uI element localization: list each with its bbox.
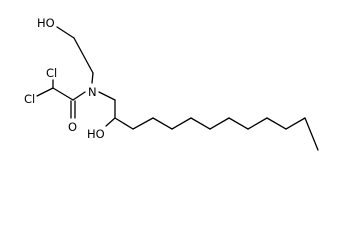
bond-chain-8 bbox=[247, 117, 268, 130]
bond-n-ch2 bbox=[98, 91, 116, 101]
bond-chain-9 bbox=[266, 117, 287, 130]
atom-label-oh-top: HO bbox=[37, 16, 55, 30]
bond-chain-1 bbox=[114, 117, 134, 130]
bond-chain-3 bbox=[152, 117, 173, 130]
molecule-structure: HO Cl Cl N O HO bbox=[24, 16, 319, 151]
bond-chain-7 bbox=[228, 117, 249, 130]
bond-c2-n bbox=[91, 72, 94, 84]
atom-labels: HO Cl Cl N O HO bbox=[24, 16, 105, 141]
bond-chain-2 bbox=[132, 117, 154, 130]
bond-chain-5 bbox=[190, 117, 211, 130]
bond-chain-4 bbox=[171, 117, 192, 130]
bond-oh-top-c1 bbox=[56, 26, 75, 39]
atom-label-oxygen: O bbox=[68, 120, 77, 134]
bond-chain-6 bbox=[209, 117, 230, 130]
atom-label-oh-bottom: HO bbox=[87, 127, 105, 141]
atom-label-cl-lower: Cl bbox=[24, 92, 35, 106]
bond-chain-11 bbox=[304, 117, 319, 151]
bond-chcl2-cl-lower bbox=[36, 87, 54, 97]
atom-label-cl-upper: Cl bbox=[46, 66, 57, 80]
bond-n-carbonyl bbox=[72, 91, 86, 101]
bond-carbonyl-chcl2 bbox=[52, 87, 74, 101]
bonds bbox=[36, 26, 319, 151]
atom-label-nitrogen: N bbox=[88, 85, 97, 99]
bond-c1-c2 bbox=[73, 37, 94, 74]
bond-chain-10 bbox=[285, 117, 306, 130]
bond-choh-oh bbox=[105, 117, 116, 127]
